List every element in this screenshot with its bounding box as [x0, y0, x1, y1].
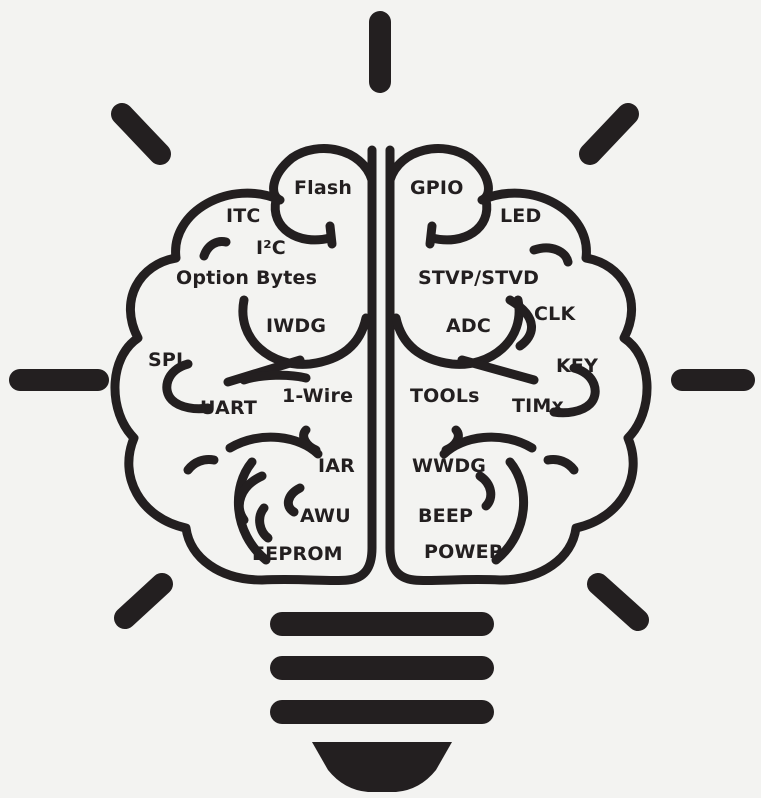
label-beep: BEEP — [418, 505, 473, 527]
left-fold-flash-tick — [330, 226, 332, 244]
right-fold-beep — [480, 476, 491, 506]
ray-bottom-right — [598, 584, 638, 620]
label-stvp-stvd: STVP/STVD — [418, 267, 539, 289]
right-fold-tools-2 — [444, 437, 532, 454]
ray-top-left — [122, 114, 160, 154]
label-option-bytes: Option Bytes — [176, 267, 317, 289]
left-fold-i2c — [204, 242, 226, 256]
label-iwdg: IWDG — [266, 315, 326, 337]
label-led: LED — [500, 205, 541, 227]
label-adc: ADC — [446, 315, 491, 337]
left-fold-awu — [288, 488, 300, 512]
bulb-base-bar-1 — [270, 612, 494, 636]
label-wwdg: WWDG — [412, 455, 486, 477]
right-fold-led — [534, 248, 568, 262]
label-flash: Flash — [294, 177, 352, 199]
label-key: KEY — [556, 355, 598, 377]
label-tools: TOOLs — [410, 385, 480, 407]
label-1-wire: 1-Wire — [282, 385, 353, 407]
bulb-base-bar-3 — [270, 700, 494, 724]
right-fold-mid — [462, 360, 534, 380]
right-fold-bottom — [548, 459, 574, 470]
bulb-base-bar-2 — [270, 656, 494, 680]
left-fold-eeprom — [260, 508, 268, 538]
right-fold-gpio-tick — [430, 226, 432, 244]
left-fold-mid — [244, 375, 306, 380]
label-gpio: GPIO — [410, 177, 464, 199]
label-timx: TIMx — [512, 395, 564, 417]
label-eeprom: EEPROM — [252, 543, 343, 565]
label-awu: AWU — [300, 505, 351, 527]
bulb-base — [270, 612, 494, 792]
label-iar: IAR — [318, 455, 355, 477]
label-clk: CLK — [534, 303, 576, 325]
label-spi: SPI — [148, 349, 183, 371]
left-fold-flash — [275, 200, 330, 240]
label-itc: ITC — [226, 205, 261, 227]
right-fold-gpio — [432, 200, 487, 240]
ray-bottom-left — [125, 584, 162, 618]
left-fold-1wire-2 — [230, 437, 318, 454]
bulb-base-tip — [312, 742, 452, 792]
ray-top-right — [590, 114, 628, 154]
left-fold-bottom — [188, 459, 214, 470]
label-uart: UART — [200, 397, 257, 419]
label-power: POWER — [424, 541, 504, 563]
label-i2c: I²C — [256, 237, 286, 259]
